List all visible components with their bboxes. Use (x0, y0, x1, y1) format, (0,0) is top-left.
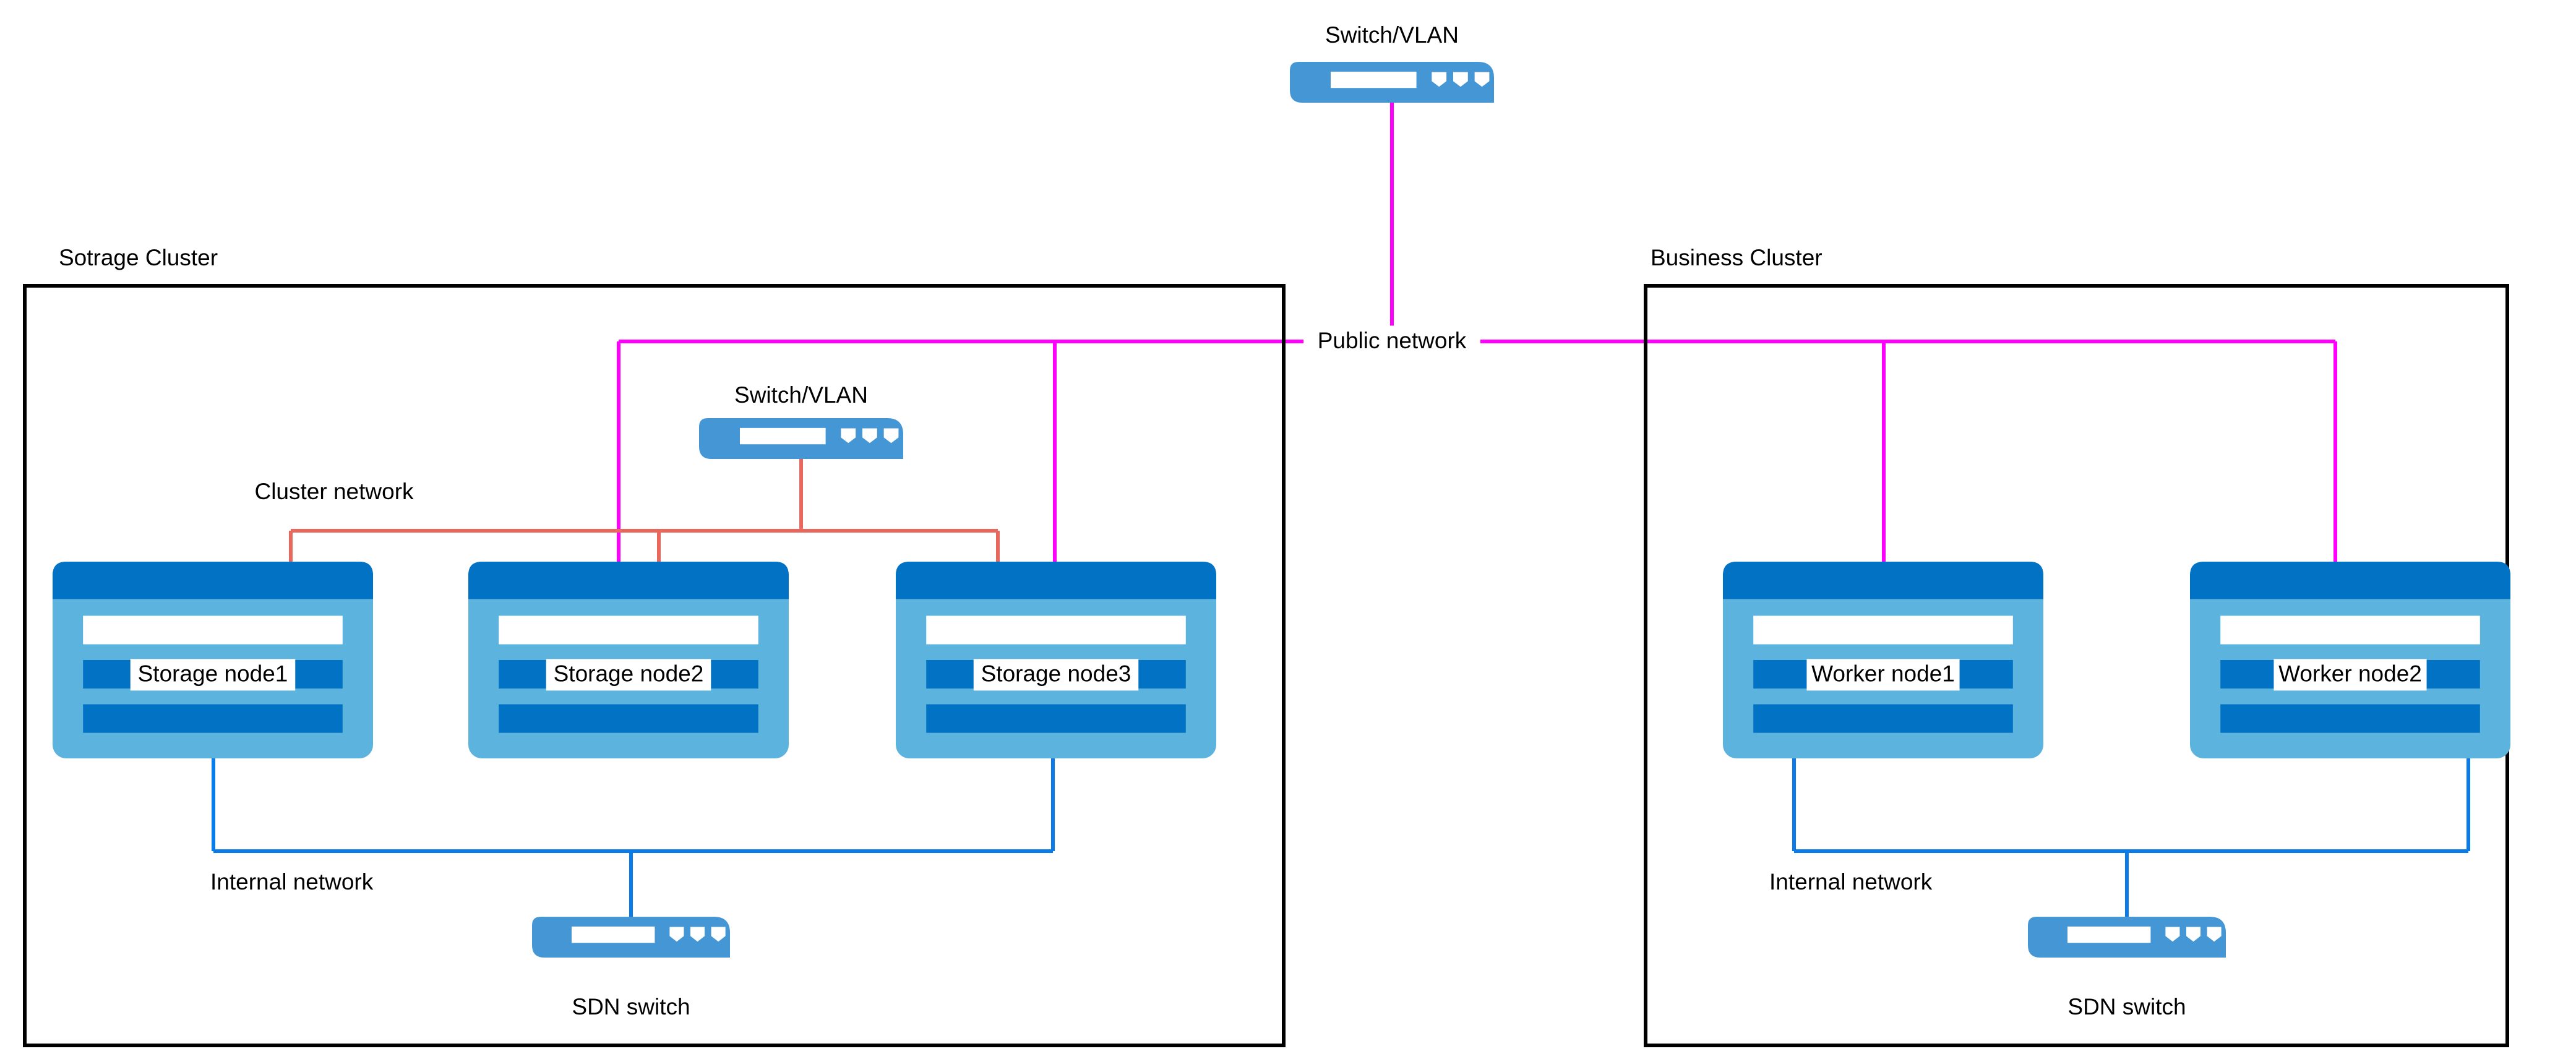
business-cluster-sdn-switch-label: SDN switch (2067, 994, 2186, 1019)
public-network-label-plate (1303, 325, 1480, 358)
storage-cluster-title: Sotrage Cluster (59, 245, 218, 270)
node-slot-bar-3 (1753, 704, 2013, 733)
business-cluster-title: Business Cluster (1651, 245, 1823, 270)
node-slot-bar-3 (2220, 704, 2480, 733)
storage-cluster-sdn-switch[interactable] (532, 917, 730, 958)
connection-lines-layer (212, 103, 2470, 917)
public-network-label-group: Public network (1303, 325, 1480, 358)
public-network-label: Public network (1318, 328, 1467, 353)
storage-node-2-label: Storage node2 (554, 661, 704, 687)
storage-node-1-label-plate (130, 659, 296, 691)
storage-node-1-label-group: Storage node1 (130, 659, 296, 691)
node-slot-bar-1 (926, 615, 1186, 645)
worker-node-2[interactable] (2190, 562, 2510, 758)
node-header-band (468, 562, 789, 599)
node-slot-bar-1 (2220, 615, 2480, 645)
switch-port-icon-1 (2165, 927, 2180, 942)
switch-port-icon-3 (883, 428, 899, 444)
switch-faceplate-bar (2067, 926, 2151, 943)
worker-node-1-label-plate (1806, 659, 1960, 691)
node-header-band (1723, 562, 2043, 599)
switch-port-icon-2 (2186, 927, 2201, 942)
node-slot-bar-3 (499, 704, 758, 733)
node-header-band (896, 562, 1216, 599)
worker-node-2-label-group: Worker node2 (2273, 659, 2427, 691)
storage-internal-network-label: Internal network (210, 869, 374, 894)
devices-layer (53, 62, 2510, 958)
node-slot-bar-1 (1753, 615, 2013, 645)
node-header-band (2190, 562, 2510, 599)
switch-faceplate-bar (572, 926, 655, 943)
top-switch-vlan-label: Switch/VLAN (1325, 22, 1459, 48)
storage-cluster-frame (23, 284, 1286, 1047)
switch-port-icon-1 (669, 927, 684, 942)
storage-node-3-label-group: Storage node3 (973, 659, 1139, 691)
switch-port-icon-2 (1453, 72, 1468, 87)
storage-cluster-switch-vlan[interactable] (699, 418, 903, 459)
storage-node-3-label: Storage node3 (981, 661, 1131, 687)
cluster-network-label: Cluster network (254, 479, 414, 504)
node-slot-bar-3 (926, 704, 1186, 733)
worker-node-1-label-group: Worker node1 (1806, 659, 1960, 691)
business-cluster-sdn-switch[interactable] (2028, 917, 2226, 958)
worker-node-2-label: Worker node2 (2278, 661, 2422, 687)
node-slot-bar-1 (499, 615, 758, 645)
storage-cluster-switch-vlan-label: Switch/VLAN (734, 382, 868, 408)
switch-faceplate-bar (1331, 71, 1417, 88)
worker-node-2-label-plate (2273, 659, 2427, 691)
switch-port-icon-3 (1474, 72, 1490, 87)
switch-port-icon-1 (841, 428, 856, 444)
storage-cluster-sdn-switch-label: SDN switch (572, 994, 690, 1019)
switch-port-icon-2 (862, 428, 877, 444)
switch-faceplate-bar (740, 427, 826, 445)
storage-node-1-label: Storage node1 (138, 661, 288, 687)
storage-node-2-label-group: Storage node2 (546, 659, 711, 691)
worker-node-1-label: Worker node1 (1811, 661, 1955, 687)
switch-port-icon-1 (1432, 72, 1447, 87)
node-slot-bar-3 (83, 704, 343, 733)
storage-node-2-label-plate (546, 659, 711, 691)
switch-port-icon-2 (690, 927, 705, 942)
node-slot-bar-1 (83, 615, 343, 645)
storage-node-3-label-plate (973, 659, 1139, 691)
node-header-band (53, 562, 373, 599)
switch-port-icon-3 (711, 927, 726, 942)
top-switch-vlan[interactable] (1290, 62, 1494, 103)
switch-port-icon-3 (2207, 927, 2222, 942)
business-internal-network-label: Internal network (1769, 869, 1933, 894)
